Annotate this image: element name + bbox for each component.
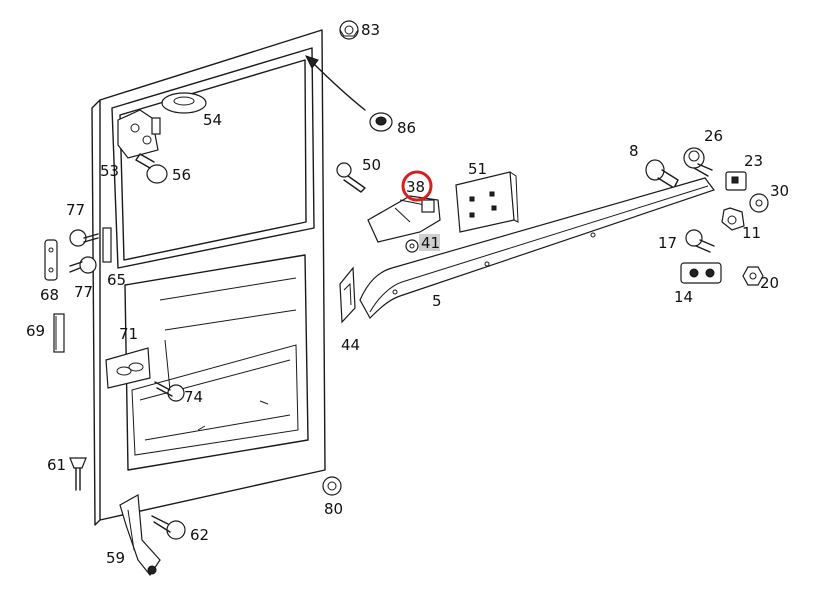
callout-61: 61 — [47, 456, 66, 474]
part-86-bushing — [369, 112, 393, 132]
part-53-hinge-bracket — [117, 109, 161, 159]
callout-20: 20 — [760, 274, 779, 292]
callout-30: 30 — [770, 182, 789, 200]
callout-41: 41 — [421, 234, 440, 252]
highlight-circle-38 — [401, 170, 433, 202]
callout-77-lower: 77 — [74, 283, 93, 301]
part-65-strip — [102, 227, 112, 263]
callout-41-shade — [419, 234, 440, 251]
callout-38: 38 — [406, 178, 425, 196]
callout-54: 54 — [203, 111, 222, 129]
callout-53: 53 — [100, 162, 119, 180]
part-62-screw — [151, 515, 186, 540]
part-77-screw-upper — [69, 229, 99, 247]
callout-5: 5 — [432, 292, 442, 310]
part-83-nut — [339, 20, 359, 40]
part-30-nut — [749, 193, 769, 213]
part-11-nut — [721, 207, 745, 231]
callout-83: 83 — [361, 21, 380, 39]
callout-56: 56 — [172, 166, 191, 184]
callout-65: 65 — [107, 271, 126, 289]
part-5-rail — [359, 177, 715, 319]
callout-74: 74 — [184, 388, 203, 406]
part-51-plate — [455, 171, 519, 233]
callout-labels: 83 54 86 53 56 50 38 41 51 8 26 23 30 77… — [26, 21, 789, 567]
part-77-screw-lower — [69, 256, 97, 274]
callout-86: 86 — [397, 119, 416, 137]
callout-17: 17 — [658, 234, 677, 252]
part-23-clip — [725, 171, 747, 191]
part-59-hinge-arm — [119, 494, 161, 577]
callout-8: 8 — [629, 142, 639, 160]
part-69-block — [53, 313, 65, 353]
part-71-handle-plate — [105, 347, 151, 389]
sliding-door-panel — [91, 29, 366, 526]
part-38-roller-bracket — [367, 195, 441, 243]
callout-23: 23 — [744, 152, 763, 170]
part-61-screw — [69, 457, 87, 491]
part-8-bolt — [645, 159, 679, 189]
callout-77-upper: 77 — [66, 201, 85, 219]
callout-59: 59 — [106, 549, 125, 567]
part-56-screw — [135, 153, 168, 184]
part-26-bolt — [683, 147, 713, 177]
callout-44: 44 — [341, 336, 360, 354]
callout-71: 71 — [119, 325, 138, 343]
part-74-screw — [154, 381, 185, 402]
part-54-grommet — [161, 92, 207, 114]
part-14-roller — [680, 262, 722, 284]
callout-50: 50 — [362, 156, 381, 174]
callout-69: 69 — [26, 322, 45, 340]
callout-51: 51 — [468, 160, 487, 178]
part-17-bolt — [685, 229, 715, 253]
part-80-nut — [322, 476, 342, 496]
callout-26: 26 — [704, 127, 723, 145]
part-68-hinge-plate — [44, 239, 58, 281]
part-50-bolt — [336, 162, 366, 193]
part-41-washer — [405, 239, 419, 253]
callout-14: 14 — [674, 288, 693, 306]
callout-80: 80 — [324, 500, 343, 518]
callout-62: 62 — [190, 526, 209, 544]
part-20-nut — [742, 266, 764, 286]
part-44-trim — [339, 266, 356, 324]
callout-11: 11 — [742, 224, 761, 242]
callout-68: 68 — [40, 286, 59, 304]
